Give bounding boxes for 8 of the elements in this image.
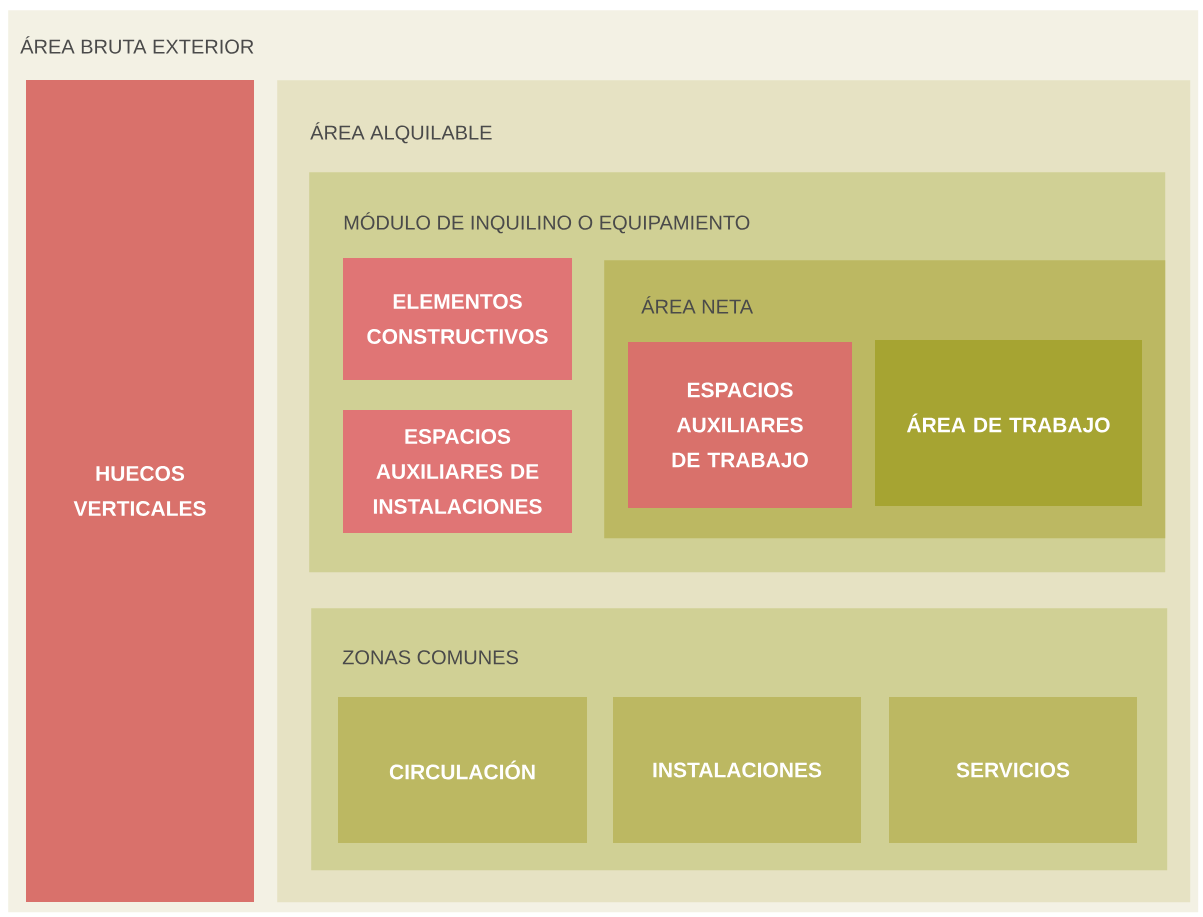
area-box: HUECOS VERTICALES — [26, 80, 254, 902]
area-box: ESPACIOS AUXILIARES DE TRABAJO — [628, 342, 852, 508]
area-box: SERVICIOS — [889, 697, 1137, 843]
area-box: CIRCULACIÓN — [338, 697, 587, 843]
area-box: ÁREA DE TRABAJO — [875, 340, 1142, 506]
area-box: ELEMENTOS CONSTRUCTIVOS — [343, 258, 572, 380]
area-box: ESPACIOS AUXILIARES DE INSTALACIONES — [343, 410, 572, 533]
area-box: INSTALACIONES — [613, 697, 861, 843]
